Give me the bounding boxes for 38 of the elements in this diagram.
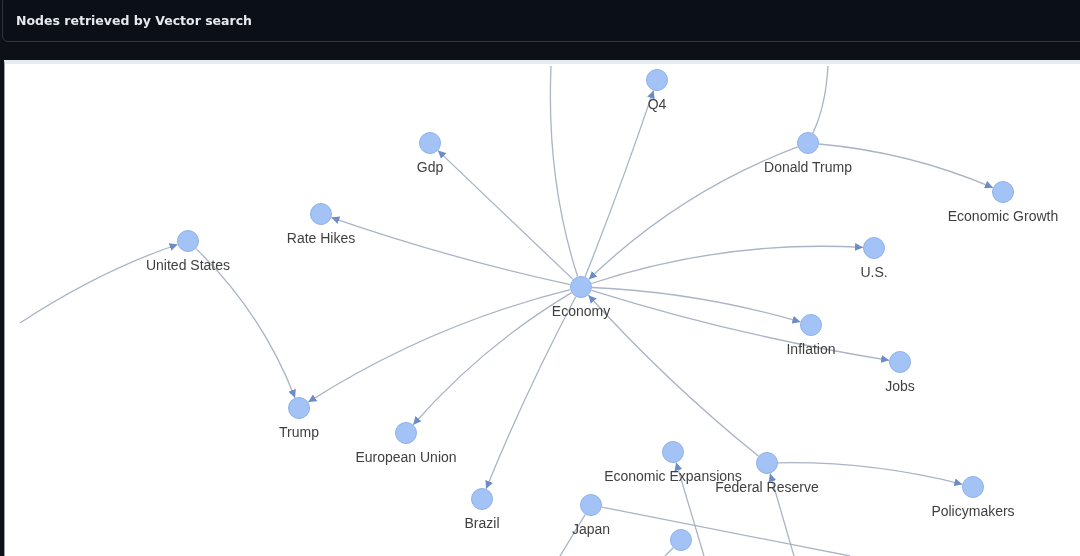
node-label: Inflation — [786, 341, 836, 357]
arrow — [768, 472, 795, 556]
node-label: Japan — [571, 521, 611, 537]
node-label: European Union — [355, 449, 457, 465]
connector-line — [601, 506, 851, 556]
arrow — [584, 89, 655, 278]
arrow — [437, 149, 574, 281]
connector-line — [549, 65, 579, 278]
node-label: Donald Trump — [764, 159, 852, 175]
node-label: Rate Hikes — [286, 230, 356, 246]
arrow — [412, 291, 573, 426]
node-label: United States — [145, 257, 231, 273]
connector-line — [559, 513, 586, 556]
node-label: Economy — [551, 303, 611, 319]
node-label: U.S. — [860, 264, 888, 280]
arrow — [307, 289, 571, 403]
arrow — [591, 286, 802, 324]
node-label: Q4 — [647, 96, 667, 112]
arrow — [590, 289, 890, 363]
arrow — [674, 461, 705, 556]
connector-line — [812, 65, 829, 134]
node-label: Trump — [279, 424, 319, 440]
arrow — [195, 247, 296, 399]
arrow — [330, 216, 571, 286]
node-label: Economic Growth — [947, 208, 1059, 224]
node-label: Gdp — [416, 159, 444, 175]
arrow — [587, 294, 760, 457]
node-label: Jobs — [885, 378, 915, 394]
node-label: Policymakers — [931, 503, 1015, 519]
node-label: Brazil — [464, 515, 500, 531]
arrow — [777, 462, 963, 487]
arrow — [485, 296, 577, 490]
arrow — [590, 243, 864, 285]
header-title: Nodes retrieved by Vector search — [16, 13, 252, 28]
connector-line — [664, 547, 674, 556]
arrow — [818, 143, 994, 189]
arrow — [588, 146, 799, 280]
arrow — [19, 243, 179, 324]
